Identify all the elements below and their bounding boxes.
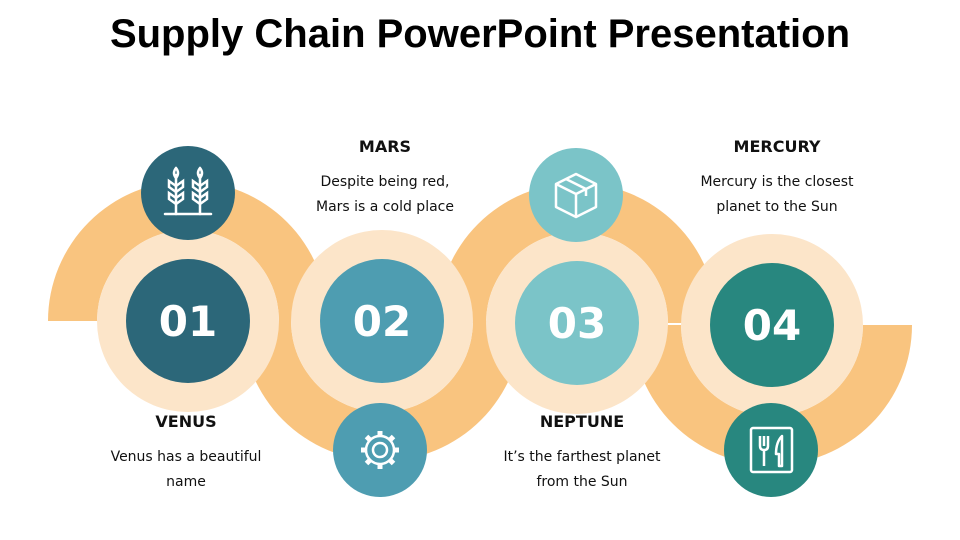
- step-number-3: 03: [548, 299, 606, 348]
- step-label-1: VENUS Venus has a beautiful name: [86, 412, 286, 495]
- step-heading-2: MARS: [358, 137, 412, 156]
- wheat-icon: [141, 146, 235, 240]
- step-label-4: MERCURY Mercury is the closest planet to…: [677, 137, 877, 220]
- step-label-3: NEPTUNE It’s the farthest planet from th…: [482, 412, 682, 495]
- wave-arc-2: [242, 321, 522, 461]
- step-circle-1: [126, 259, 250, 383]
- step-circle-2: [320, 259, 444, 383]
- step-heading-4: MERCURY: [733, 137, 821, 156]
- step-number-4: 04: [743, 301, 801, 350]
- step-text-1: Venus has a beautiful name: [110, 449, 262, 490]
- step-number-1: 01: [159, 297, 217, 346]
- box-icon: [529, 148, 623, 242]
- step-circle-3: [515, 261, 639, 385]
- step-text-3: It’s the farthest planet from the Sun: [503, 449, 661, 490]
- page-title: Supply Chain PowerPoint Presentation: [109, 12, 851, 56]
- step-heading-3: NEPTUNE: [539, 412, 625, 431]
- step-circle-4: [710, 263, 834, 387]
- wave-arc-3: [437, 183, 717, 323]
- cutlery-icon: [724, 403, 818, 497]
- gear-icon: [333, 403, 427, 497]
- step-text-4: Mercury is the closest planet to the Sun: [700, 174, 854, 215]
- step-heading-1: VENUS: [155, 412, 217, 431]
- wave-arc-1: [48, 181, 328, 321]
- step-text-2: Despite being red, Mars is a cold place: [316, 174, 454, 215]
- wave-arc-4: [632, 325, 912, 465]
- step-number-2: 02: [353, 297, 411, 346]
- step-label-2: MARS Despite being red, Mars is a cold p…: [285, 137, 485, 220]
